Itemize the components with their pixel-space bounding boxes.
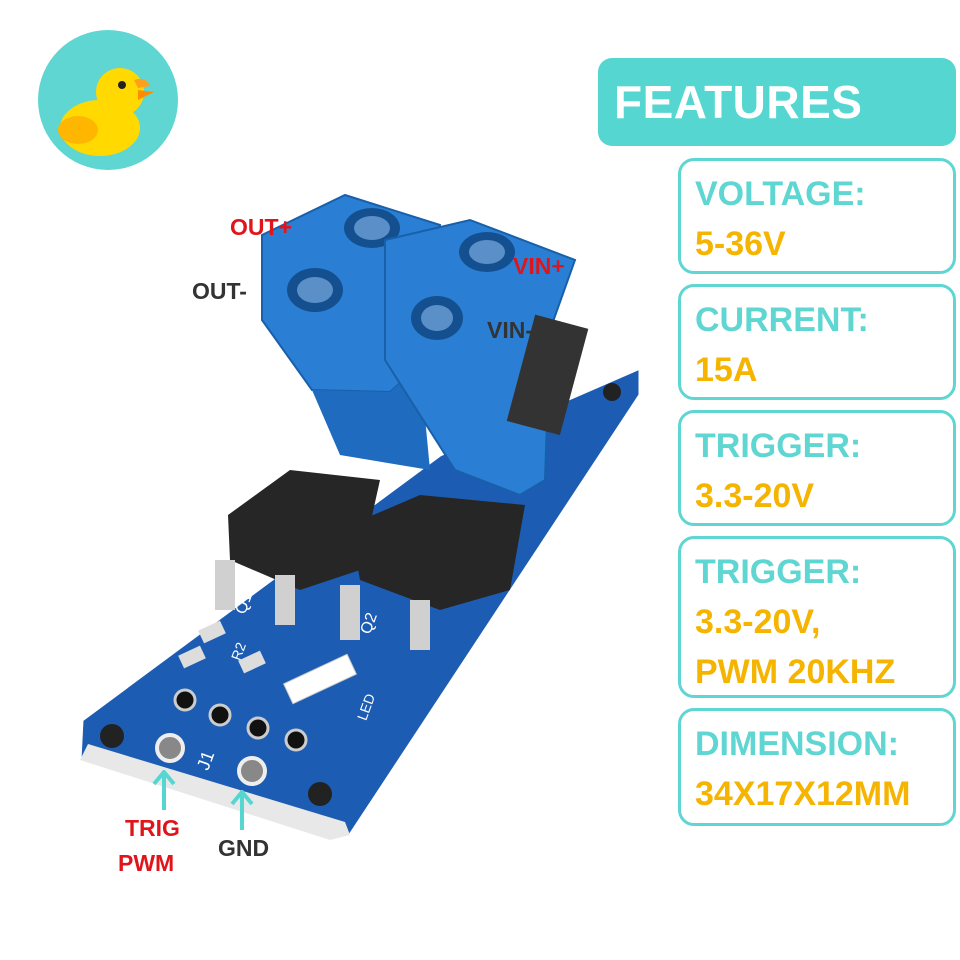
duck-logo-icon bbox=[58, 68, 154, 156]
feature-voltage: VOLTAGE: 5-36V bbox=[678, 158, 956, 274]
feature-current: CURRENT: 15A bbox=[678, 284, 956, 400]
silk-r2: R2 bbox=[228, 640, 249, 662]
feature-trigger: TRIGGER: 3.3-20V bbox=[678, 410, 956, 526]
silk-r1: R1 bbox=[176, 605, 197, 627]
feature-voltage-label: VOLTAGE: bbox=[695, 175, 866, 213]
trig-pin bbox=[155, 733, 185, 763]
silk-q2: Q2 bbox=[358, 610, 381, 636]
led-indicator bbox=[282, 653, 358, 705]
feature-trigger-label: TRIGGER: bbox=[695, 427, 862, 465]
brand-logo bbox=[38, 30, 178, 170]
gnd-pin bbox=[237, 756, 267, 786]
label-vin-minus: VIN- bbox=[487, 317, 533, 343]
arrow-up-icon bbox=[230, 790, 254, 830]
feature-trigger-pwm-label: TRIGGER: bbox=[695, 553, 862, 591]
feature-current-value: 15A bbox=[695, 351, 758, 389]
label-trig: TRIG bbox=[125, 815, 180, 841]
feature-dimension-label: DIMENSION: bbox=[695, 725, 899, 763]
feature-trigger-pwm: TRIGGER: 3.3-20V, PWM 20KHZ bbox=[678, 536, 956, 698]
feature-dimension-value: 34X17X12MM bbox=[695, 775, 911, 813]
arrow-up-icon bbox=[152, 770, 176, 810]
feature-voltage-value: 5-36V bbox=[695, 225, 786, 263]
feature-dimension: DIMENSION: 34X17X12MM bbox=[678, 708, 956, 826]
features-header: FEATURES bbox=[598, 58, 956, 146]
feature-trigger-value: 3.3-20V bbox=[695, 477, 815, 515]
label-out-minus: OUT- bbox=[192, 278, 247, 304]
label-out-plus: OUT+ bbox=[230, 214, 292, 240]
label-pwm: PWM bbox=[118, 850, 175, 876]
mosfet-board-image: Q1 Q2 R1 R2 R3 LED J1 bbox=[78, 193, 642, 842]
label-gnd: GND bbox=[218, 835, 270, 861]
feature-trigger-pwm-value-2: PWM 20KHZ bbox=[695, 653, 896, 691]
label-vin-plus: VIN+ bbox=[513, 253, 565, 279]
mosfet-q1 bbox=[228, 470, 380, 590]
feature-current-label: CURRENT: bbox=[695, 301, 869, 339]
feature-trigger-pwm-value-1: 3.3-20V, bbox=[695, 603, 821, 641]
silk-r3: R3 bbox=[156, 630, 177, 652]
mosfet-q2 bbox=[350, 495, 525, 610]
silk-q1: Q1 bbox=[233, 590, 256, 616]
